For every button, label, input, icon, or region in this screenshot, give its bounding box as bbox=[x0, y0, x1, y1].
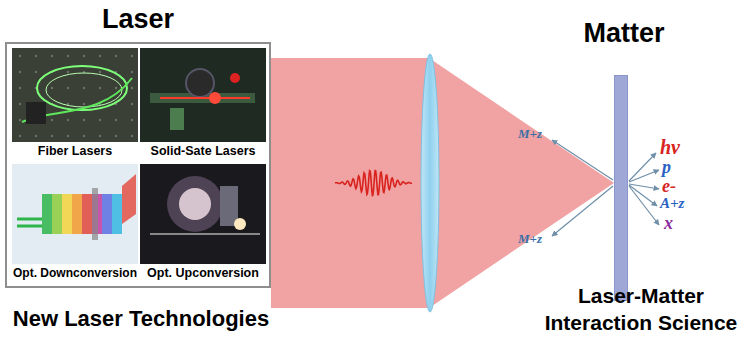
photo-panel: Solid-Sate Lasers bbox=[140, 48, 266, 160]
photo bbox=[140, 48, 266, 142]
photo bbox=[12, 164, 138, 264]
particle-label: hν bbox=[660, 137, 680, 157]
laser-panel: LaserNew Laser TechnologiesFiber LasersS… bbox=[5, 42, 271, 288]
section-caption: New Laser Technologies bbox=[1, 306, 281, 332]
laser-cone bbox=[429, 58, 614, 308]
section-caption: Laser-Matter Interaction Science bbox=[535, 282, 747, 337]
particle-label: e- bbox=[662, 177, 676, 195]
photo bbox=[140, 164, 266, 264]
particle-label: M+z bbox=[518, 127, 542, 140]
particle-label: p bbox=[662, 158, 671, 176]
particle-label: x bbox=[664, 214, 673, 232]
target-plate: MatterLaser-Matter Interaction Science bbox=[614, 75, 628, 301]
photo-label: Opt. Downconversion bbox=[12, 265, 138, 281]
photo-panel: Fiber Lasers bbox=[12, 48, 138, 160]
photo-panel: Opt. Upconversion bbox=[140, 164, 266, 282]
pulse-wave bbox=[335, 171, 412, 196]
section-heading: Laser bbox=[7, 4, 269, 35]
emission-arrows bbox=[552, 140, 659, 236]
photo-label: Fiber Lasers bbox=[12, 143, 138, 159]
photo bbox=[12, 48, 138, 142]
photo-panel: Opt. Downconversion bbox=[12, 164, 138, 282]
photo-label: Opt. Upconversion bbox=[140, 265, 266, 281]
particle-label: A+z bbox=[660, 196, 684, 211]
photo-label: Solid-Sate Lasers bbox=[140, 143, 266, 159]
laser-beam bbox=[271, 58, 429, 308]
particle-label: M+z bbox=[518, 232, 542, 245]
lens bbox=[421, 54, 439, 312]
section-heading: Matter bbox=[549, 18, 699, 49]
